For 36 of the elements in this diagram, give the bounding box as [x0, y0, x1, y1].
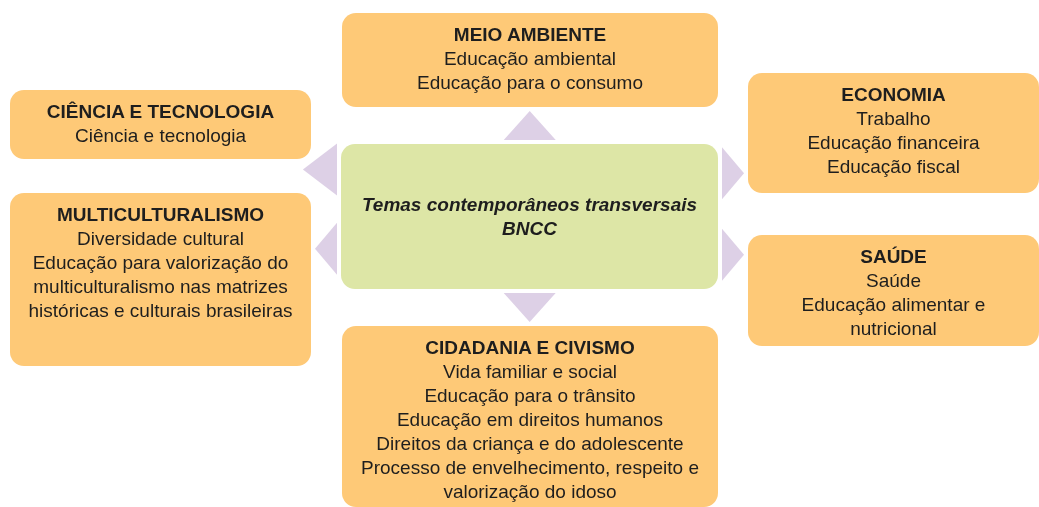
- theme-item: Educação alimentar e nutricional: [800, 293, 987, 341]
- central-title: BNCC: [502, 216, 557, 241]
- theme-item: Educação ambiental: [443, 47, 617, 71]
- theme-item: Vida familiar e social: [443, 360, 617, 384]
- arrow: [722, 147, 744, 200]
- theme-item: Diversidade cultural: [77, 227, 244, 251]
- theme-item: Ciência e tecnologia: [74, 124, 247, 148]
- theme-box: [10, 193, 311, 366]
- theme-item: Educação para o consumo: [416, 71, 643, 95]
- theme-item: Educação para o trânsito: [424, 384, 636, 408]
- theme-box: [748, 73, 1039, 193]
- arrow: [503, 293, 556, 322]
- theme-item: Processo de envelhecimento, respeito e valorização do idoso: [360, 456, 700, 504]
- theme-heading: SAÚDE: [860, 245, 927, 269]
- theme-item: Saúde: [866, 269, 921, 293]
- theme-item: Educação para valorização do multiculturalismo nas matrizes históricas e culturais brasileiras: [27, 251, 294, 323]
- theme-heading: CIDADANIA E CIVISMO: [425, 336, 635, 360]
- theme-heading: ECONOMIA: [841, 83, 946, 107]
- arrow: [503, 111, 556, 140]
- theme-heading: CIÊNCIA E TECNOLOGIA: [46, 100, 275, 124]
- theme-item: Direitos da criança e do adolescente: [376, 432, 684, 456]
- theme-item: Trabalho: [856, 107, 931, 131]
- theme-box: [342, 326, 718, 507]
- arrow: [315, 222, 337, 275]
- theme-box: [342, 13, 718, 107]
- theme-item: Educação financeira: [807, 131, 980, 155]
- theme-item: Educação fiscal: [826, 155, 961, 179]
- arrow: [722, 228, 744, 281]
- theme-item: Educação em direitos humanos: [396, 408, 664, 432]
- theme-box: [10, 90, 311, 159]
- theme-box: [748, 235, 1039, 346]
- theme-heading: MEIO AMBIENTE: [453, 23, 607, 47]
- central-theme-box: [341, 144, 718, 289]
- theme-heading: MULTICULTURALISMO: [56, 203, 265, 227]
- arrow: [302, 143, 337, 196]
- central-title: Temas contemporâneos transversais: [361, 192, 698, 217]
